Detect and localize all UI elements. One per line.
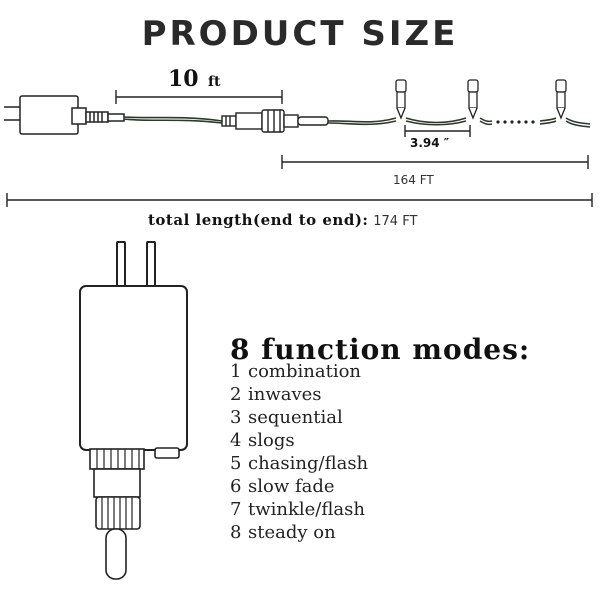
- mode-label: steady on: [248, 522, 336, 543]
- continuation-dots: [496, 120, 535, 124]
- total-length-value: 174 FT: [373, 214, 418, 229]
- light-string-wire: [327, 117, 591, 128]
- bulb: [395, 79, 407, 120]
- dimension-line-lead: [115, 90, 283, 104]
- list-item: 2 inwaves: [230, 383, 368, 406]
- mode-number: 6: [230, 476, 242, 497]
- lit-length-label: 164 FT: [393, 173, 434, 187]
- inline-connector: [221, 109, 329, 133]
- mode-label: combination: [248, 361, 362, 382]
- mode-number: 8: [230, 522, 242, 543]
- total-length: total length(end to end): 174 FT: [148, 211, 417, 229]
- mode-label: sequential: [248, 407, 343, 428]
- dimension-line-lit-length: [281, 155, 589, 169]
- mode-label: chasing/flash: [248, 453, 369, 474]
- bulb: [467, 79, 479, 120]
- controller-adapter: [79, 241, 188, 580]
- mode-number: 5: [230, 453, 242, 474]
- lead-wire: [123, 116, 223, 124]
- mode-number: 7: [230, 499, 242, 520]
- modes-list: 1 combination 2 inwaves 3 sequential 4 slogs…: [230, 360, 368, 544]
- dimension-line-spacing: [404, 125, 471, 137]
- list-item: 6 slow fade: [230, 475, 368, 498]
- list-item: 8 steady on: [230, 521, 368, 544]
- dimension-line-total: [6, 193, 593, 207]
- mode-label: slow fade: [248, 476, 335, 497]
- bulb-spacing-label: 3.94 ″: [410, 136, 450, 150]
- lead-length-value: 10: [168, 66, 199, 92]
- list-item: 3 sequential: [230, 406, 368, 429]
- mode-label: slogs: [248, 430, 295, 451]
- small-plug-adapter: [4, 95, 125, 135]
- lead-length-unit: ft: [208, 74, 221, 90]
- mode-number: 2: [230, 384, 242, 405]
- mode-number: 3: [230, 407, 242, 428]
- list-item: 5 chasing/flash: [230, 452, 368, 475]
- list-item: 7 twinkle/flash: [230, 498, 368, 521]
- mode-number: 1: [230, 361, 242, 382]
- list-item: 1 combination: [230, 360, 368, 383]
- mode-label: twinkle/flash: [248, 499, 365, 520]
- total-length-label: total length(end to end):: [148, 211, 369, 229]
- modes-heading: 8 function modes:: [230, 333, 531, 366]
- list-item: 4 slogs: [230, 429, 368, 452]
- mode-label: inwaves: [248, 384, 322, 405]
- page-title: PRODUCT SIZE: [141, 14, 459, 54]
- mode-number: 4: [230, 430, 242, 451]
- bulb: [555, 79, 567, 120]
